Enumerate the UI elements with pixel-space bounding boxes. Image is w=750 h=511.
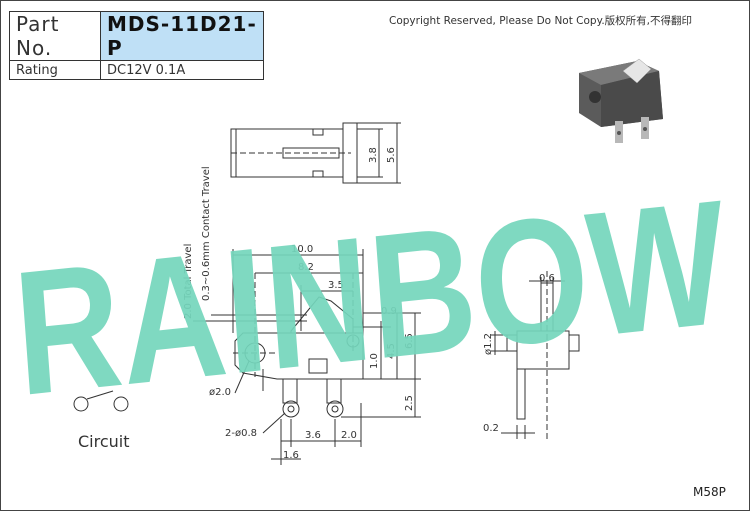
dim-pin-thickness: 0.2 <box>483 423 499 434</box>
dim-pitch-inner: 3.5 <box>328 280 344 291</box>
title-block: Part No. MDS-11D21-P Rating DC12V 0.1A <box>9 11 264 80</box>
dim-hole-offset: 1.0 <box>369 353 380 369</box>
dim-top-height: 3.8 <box>368 147 379 163</box>
side-view <box>491 271 580 441</box>
dim-side-height: ø1.2 <box>483 333 494 355</box>
dim-pin-offset: 1.6 <box>283 450 299 461</box>
part-no-value: MDS-11D21-P <box>100 11 264 61</box>
dim-length: 10.0 <box>291 244 313 255</box>
watermark-text: RAINBOW <box>8 162 732 433</box>
dim-top-total: 5.6 <box>386 147 397 163</box>
dim-side-width: 0.6 <box>539 273 555 284</box>
rating-value: DC12V 0.1A <box>100 60 264 80</box>
front-view <box>193 249 421 465</box>
dim-pitch-outer: 8.2 <box>298 262 314 273</box>
dim-body-height: 6.5 <box>404 333 415 349</box>
circuit-label: Circuit <box>78 432 130 451</box>
circuit-symbol <box>73 390 129 412</box>
dim-contact-travel: 0.3~0.6mm Contact Travel <box>201 166 212 301</box>
product-image <box>579 58 663 143</box>
dim-pin-holes: 2-ø0.8 <box>225 428 257 439</box>
top-view <box>230 122 401 184</box>
dim-pin-length: 2.5 <box>404 395 415 411</box>
rating-label: Rating <box>9 60 101 80</box>
dim-pin-edge: 2.0 <box>341 430 357 441</box>
dim-total-travel: 2.0 Total Travel <box>183 244 194 319</box>
dim-hole-height: 4.5 <box>386 343 397 359</box>
copyright-notice: Copyright Reserved, Please Do Not Copy.版… <box>389 15 692 27</box>
dim-pin-pitch: 3.6 <box>305 430 321 441</box>
dim-lever-gap: 0.9 <box>381 306 397 317</box>
dim-mount-hole: ø2.0 <box>209 387 231 398</box>
model-code: M58P <box>693 485 726 499</box>
